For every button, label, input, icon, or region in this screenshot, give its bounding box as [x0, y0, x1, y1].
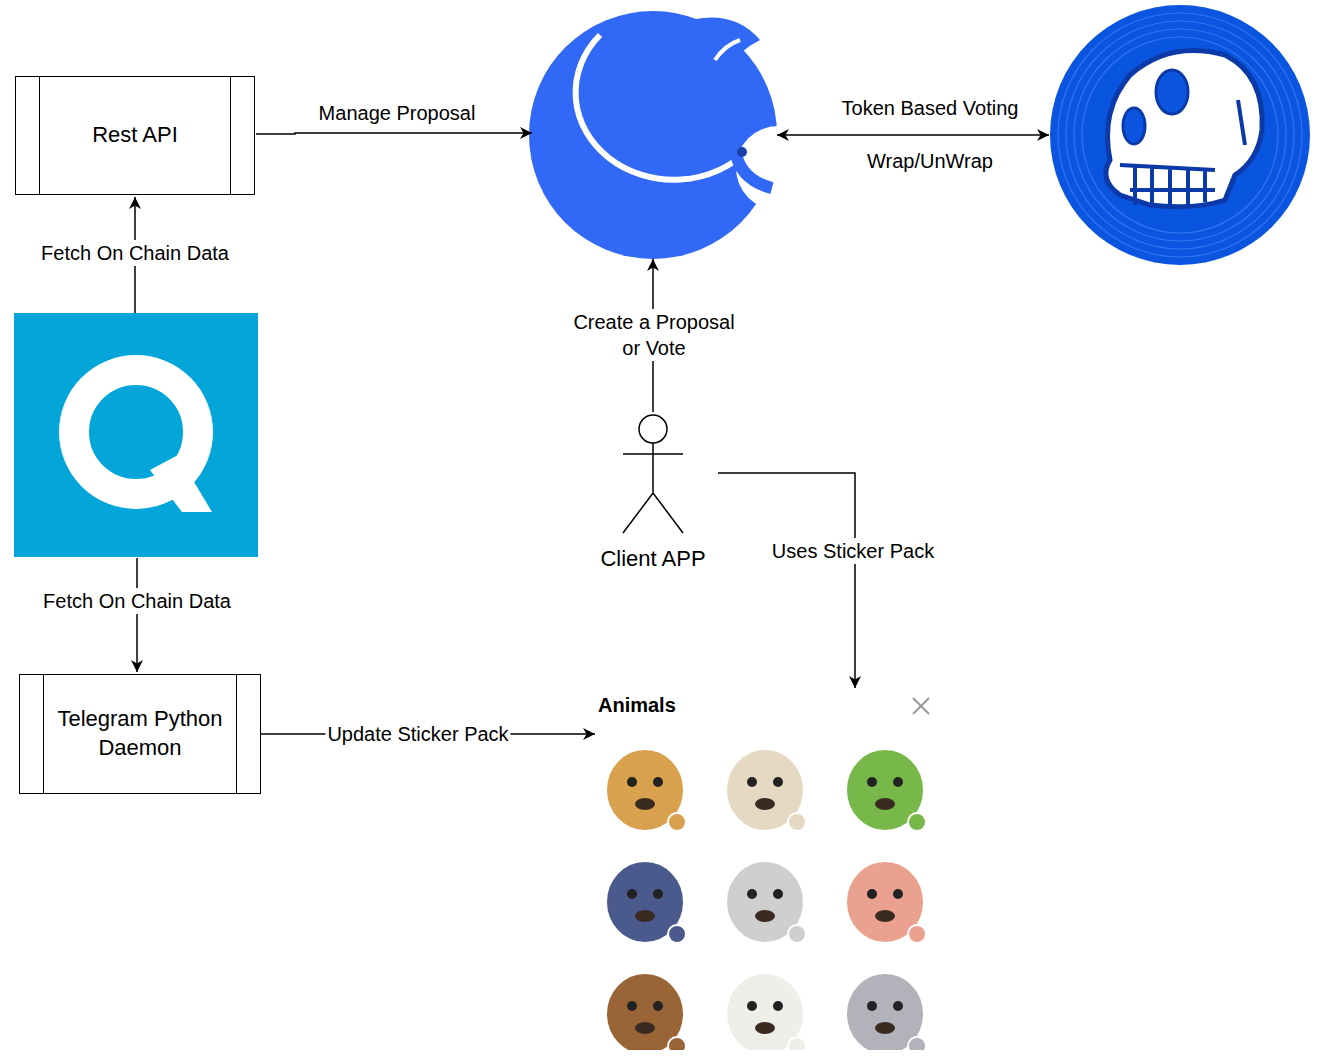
- node-label: Telegram Python Daemon: [52, 705, 228, 762]
- box-bar: [236, 675, 237, 793]
- arrow-label: Create a Proposal or Vote: [561, 309, 747, 361]
- voting-arrow: [777, 134, 1049, 136]
- sticker: [845, 860, 926, 944]
- sticker: [845, 748, 926, 832]
- manage-arrow: [256, 133, 532, 134]
- node-text-group: Client APP: [600, 545, 705, 574]
- edge-label: Uses Sticker Pack: [770, 538, 936, 564]
- box-bar: [230, 77, 231, 194]
- arrow-label: Wrap/UnWrap: [865, 148, 995, 174]
- arrow-label: Manage Proposal: [317, 100, 478, 126]
- process-box: Telegram Python Daemon: [19, 674, 261, 794]
- actor-node: Client APP: [588, 412, 718, 574]
- apecoin-logo: [1050, 5, 1310, 265]
- quicknode-logo: [14, 313, 258, 557]
- arrow-label: Token Based Voting: [840, 95, 1021, 121]
- connector: [718, 473, 855, 688]
- sticker: [605, 860, 686, 944]
- arrow-lines: [135, 133, 1049, 672]
- node-text-group: Animals: [598, 692, 676, 718]
- sticker-panel: Animals: [595, 688, 940, 1050]
- node-label: Client APP: [600, 545, 705, 574]
- node-label: Animals: [598, 692, 676, 718]
- arrow-label: Fetch On Chain Data: [39, 240, 231, 266]
- sticker: [725, 972, 806, 1050]
- arrow-label: Fetch On Chain Data: [41, 588, 233, 614]
- sticker: [725, 748, 806, 832]
- sticker: [725, 860, 806, 944]
- edge-label: Update Sticker Pack: [325, 721, 510, 747]
- sticker-grid: [595, 688, 940, 1050]
- node-label: Rest API: [92, 121, 178, 150]
- aragon-logo: [529, 11, 820, 259]
- process-box: Rest API: [15, 76, 255, 195]
- box-bar: [39, 77, 40, 194]
- node-text-group: Telegram Python Daemon: [20, 705, 260, 762]
- node-text-group: Rest API: [60, 121, 210, 150]
- actor-figure: [588, 412, 718, 542]
- sticker: [605, 972, 686, 1050]
- box-bar: [43, 675, 44, 793]
- close-icon: [913, 698, 929, 714]
- sticker: [845, 972, 926, 1050]
- sticker: [605, 748, 686, 832]
- fetch-arrow: [136, 558, 138, 672]
